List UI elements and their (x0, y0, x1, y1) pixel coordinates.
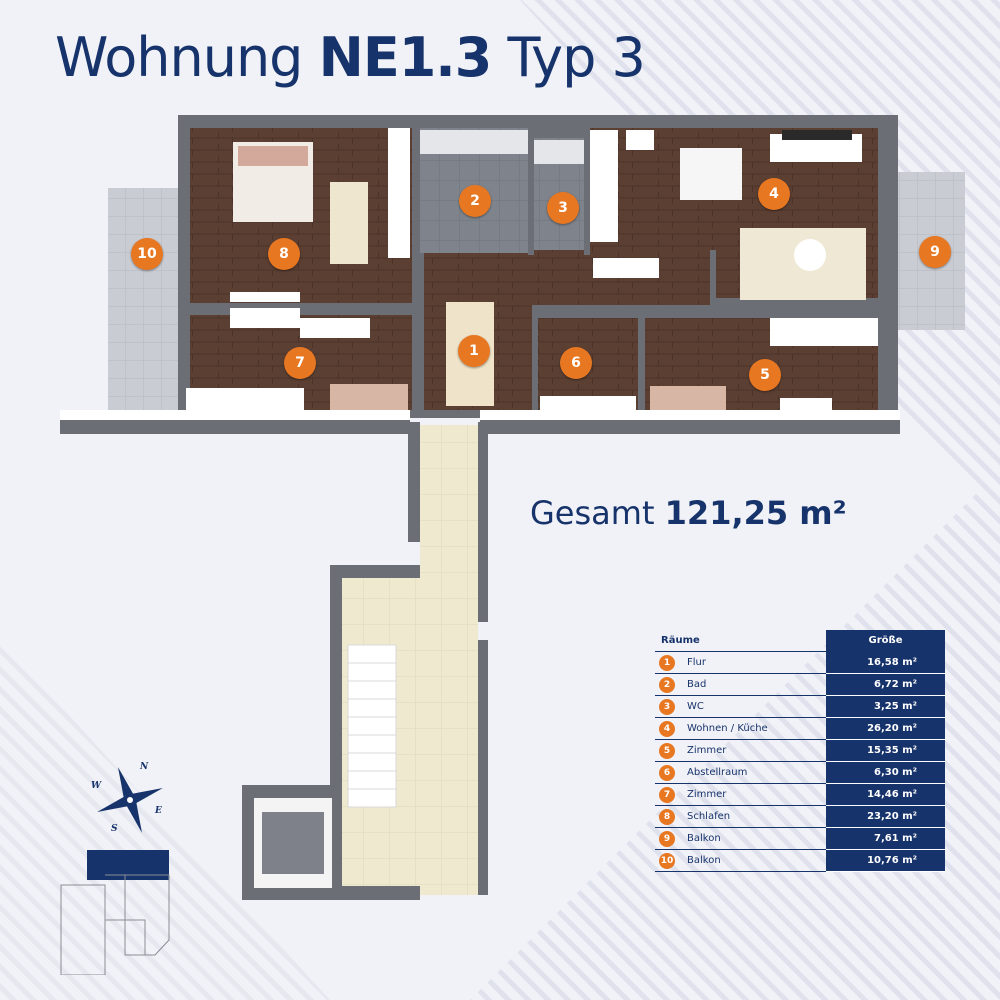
study-furniture (186, 308, 408, 410)
row-room-name: Wohnen / Küche (681, 717, 826, 740)
row-number: 3 (655, 695, 681, 718)
row-room-name: Abstellraum (681, 761, 826, 784)
room-badge-9: 9 (919, 236, 951, 268)
row-number: 10 (655, 849, 681, 872)
row-number: 9 (655, 827, 681, 850)
room-badge-7: 7 (284, 347, 316, 379)
row-number: 5 (655, 739, 681, 762)
row-room-area: 15,35 m² (826, 739, 945, 762)
room5-furniture (650, 318, 878, 410)
balcony-10 (108, 188, 184, 413)
row-room-area: 6,30 m² (826, 761, 945, 784)
room-badge-4: 4 (758, 178, 790, 210)
compass-w: W (91, 781, 102, 791)
row-room-area: 3,25 m² (826, 695, 945, 718)
building-key-map (60, 850, 170, 975)
row-room-area: 6,72 m² (826, 673, 945, 696)
room-badge-5: 5 (749, 359, 781, 391)
page-title: Wohnung NE1.3 Typ 3 (55, 26, 646, 89)
row-room-name: Flur (681, 651, 826, 674)
row-room-name: Bad (681, 673, 826, 696)
row-room-area: 7,61 m² (826, 827, 945, 850)
room-badge-10: 10 (131, 238, 163, 270)
row-room-name: Schlafen (681, 805, 826, 828)
living-furniture (590, 130, 866, 300)
compass-e: E (154, 806, 162, 816)
room-badge-8: 8 (268, 238, 300, 270)
total-area: Gesamt 121,25 m² (530, 494, 847, 532)
room-badge-3: 3 (547, 192, 579, 224)
room-badge-1: 1 (458, 335, 490, 367)
row-number: 2 (655, 673, 681, 696)
header-rooms: Räume (655, 630, 826, 652)
room-badge-6: 6 (560, 347, 592, 379)
row-room-area: 14,46 m² (826, 783, 945, 806)
row-room-area: 26,20 m² (826, 717, 945, 740)
row-room-name: Zimmer (681, 739, 826, 762)
row-room-area: 16,58 m² (826, 651, 945, 674)
row-room-name: WC (681, 695, 826, 718)
bedroom-furniture (230, 128, 410, 302)
row-room-name: Balkon (681, 849, 826, 872)
row-number: 7 (655, 783, 681, 806)
row-room-area: 10,76 m² (826, 849, 945, 872)
row-number: 1 (655, 651, 681, 674)
compass-rose: N E S W (91, 762, 163, 834)
row-room-name: Zimmer (681, 783, 826, 806)
staircase (347, 644, 397, 808)
compass-s: S (111, 824, 118, 834)
compass-n: N (139, 762, 149, 772)
header-size: Größe (826, 630, 945, 652)
row-number: 8 (655, 805, 681, 828)
room-badge-2: 2 (459, 185, 491, 217)
row-number: 6 (655, 761, 681, 784)
row-number: 4 (655, 717, 681, 740)
row-room-name: Balkon (681, 827, 826, 850)
row-room-area: 23,20 m² (826, 805, 945, 828)
